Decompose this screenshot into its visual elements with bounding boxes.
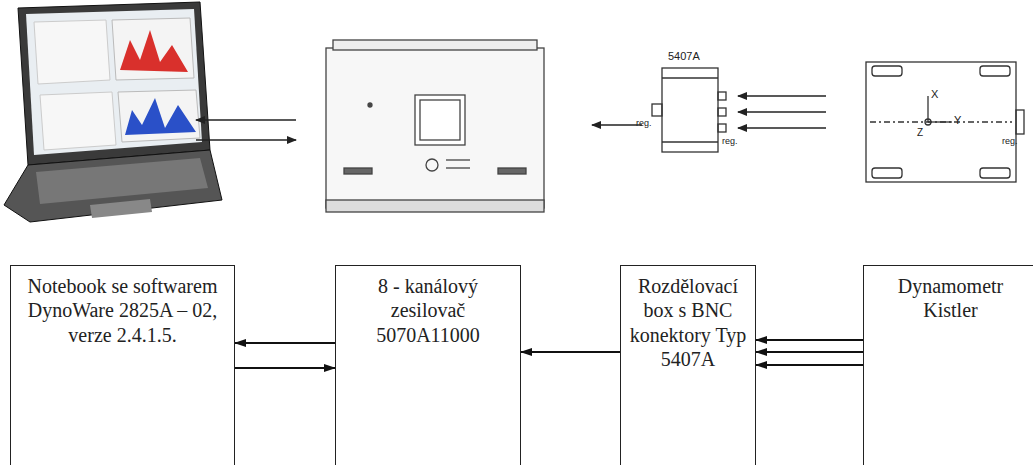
junction-box-illustration — [652, 68, 726, 152]
signal-arrow — [521, 351, 620, 353]
box-text: Dynamometr Kistler — [864, 266, 1033, 331]
box-text: Rozdělovací box s BNC konektory Typ 5407… — [621, 266, 755, 380]
box-text: Notebook se softwarem DynoWare 2825A – 0… — [11, 266, 234, 355]
signal-arrow — [756, 364, 863, 366]
process-box: Rozdělovací box s BNC konektory Typ 5407… — [620, 265, 756, 465]
part-label: Z — [917, 127, 923, 138]
signal-arrow — [756, 339, 863, 341]
part-label: reg. — [636, 118, 652, 128]
illustration-arrows — [196, 96, 826, 140]
part-label: 5407A — [668, 50, 700, 62]
dynamometer-illustration — [866, 62, 1024, 182]
signal-arrow — [235, 367, 335, 369]
process-box: 8 - kanálový zesilovač 5070A11000 — [335, 265, 521, 465]
part-label: reg. — [1002, 136, 1018, 146]
part-label: reg. — [722, 136, 738, 146]
amplifier-illustration — [326, 40, 544, 212]
box-text: 8 - kanálový zesilovač 5070A11000 — [336, 266, 520, 355]
part-label: X — [931, 88, 938, 100]
process-box: Notebook se softwarem DynoWare 2825A – 0… — [10, 265, 235, 465]
laptop-icon — [4, 2, 222, 222]
signal-arrow — [235, 342, 335, 344]
signal-arrow — [756, 351, 863, 353]
part-label: Y — [954, 114, 961, 126]
process-box: Dynamometr Kistler — [863, 265, 1033, 465]
